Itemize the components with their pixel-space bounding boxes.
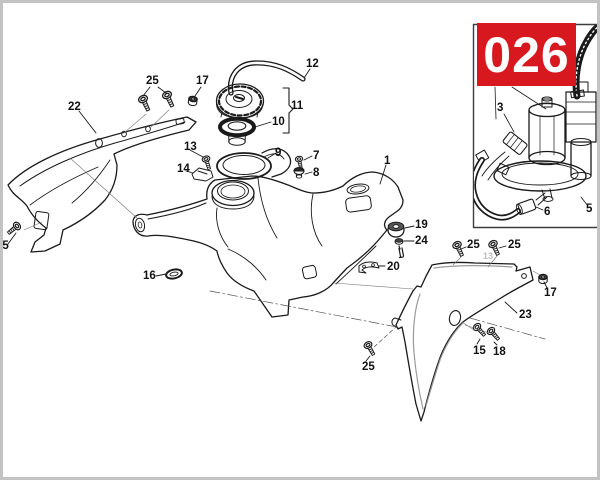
callout-25: 25: [362, 361, 375, 373]
leader-lines: [7, 68, 548, 362]
fuel-tank-1: [132, 171, 404, 318]
callout-23: 23: [519, 309, 532, 321]
page-number-badge: 026: [477, 23, 576, 86]
left-shroud-22: [7, 116, 197, 253]
callout-10: 10: [272, 116, 285, 128]
callout-11: 11: [291, 100, 304, 112]
callout-20: 20: [387, 261, 400, 273]
gasket-ring-10: [218, 116, 256, 146]
callout-6: 6: [544, 206, 551, 218]
fuel-cap: [215, 83, 265, 119]
callout-9: 9: [275, 147, 282, 159]
fasteners: [5, 89, 548, 358]
inset-fuel-pump-assembly: [474, 25, 598, 221]
callout-13: 13: [184, 141, 197, 153]
callout-13: 13: [483, 251, 494, 261]
right-panel-23: [391, 261, 534, 422]
callout-18: 18: [493, 346, 506, 358]
callout-3: 3: [497, 102, 504, 114]
cap-group-brace-11: [282, 87, 294, 134]
breather-hose-12: [227, 60, 306, 96]
callout-17: 17: [196, 75, 209, 87]
callout-12: 12: [306, 58, 319, 70]
callout-25: 25: [0, 240, 9, 252]
callout-24: 24: [415, 235, 428, 247]
callout-8: 8: [313, 167, 320, 179]
callout-1: 1: [384, 155, 391, 167]
callout-16: 16: [143, 270, 156, 282]
filler-protector-9: [216, 148, 292, 180]
page-number: 026: [483, 26, 570, 83]
callout-15: 15: [473, 345, 486, 357]
callout-25: 25: [508, 239, 521, 251]
callout-25: 25: [467, 239, 480, 251]
callout-5: 5: [586, 203, 593, 215]
callout-25: 25: [146, 75, 159, 87]
callout-7: 7: [313, 150, 320, 162]
callout-22: 22: [68, 101, 81, 113]
construction-lines: [23, 109, 546, 348]
callout-14: 14: [177, 163, 190, 175]
callout-17: 17: [544, 287, 557, 299]
callout-19: 19: [415, 219, 428, 231]
